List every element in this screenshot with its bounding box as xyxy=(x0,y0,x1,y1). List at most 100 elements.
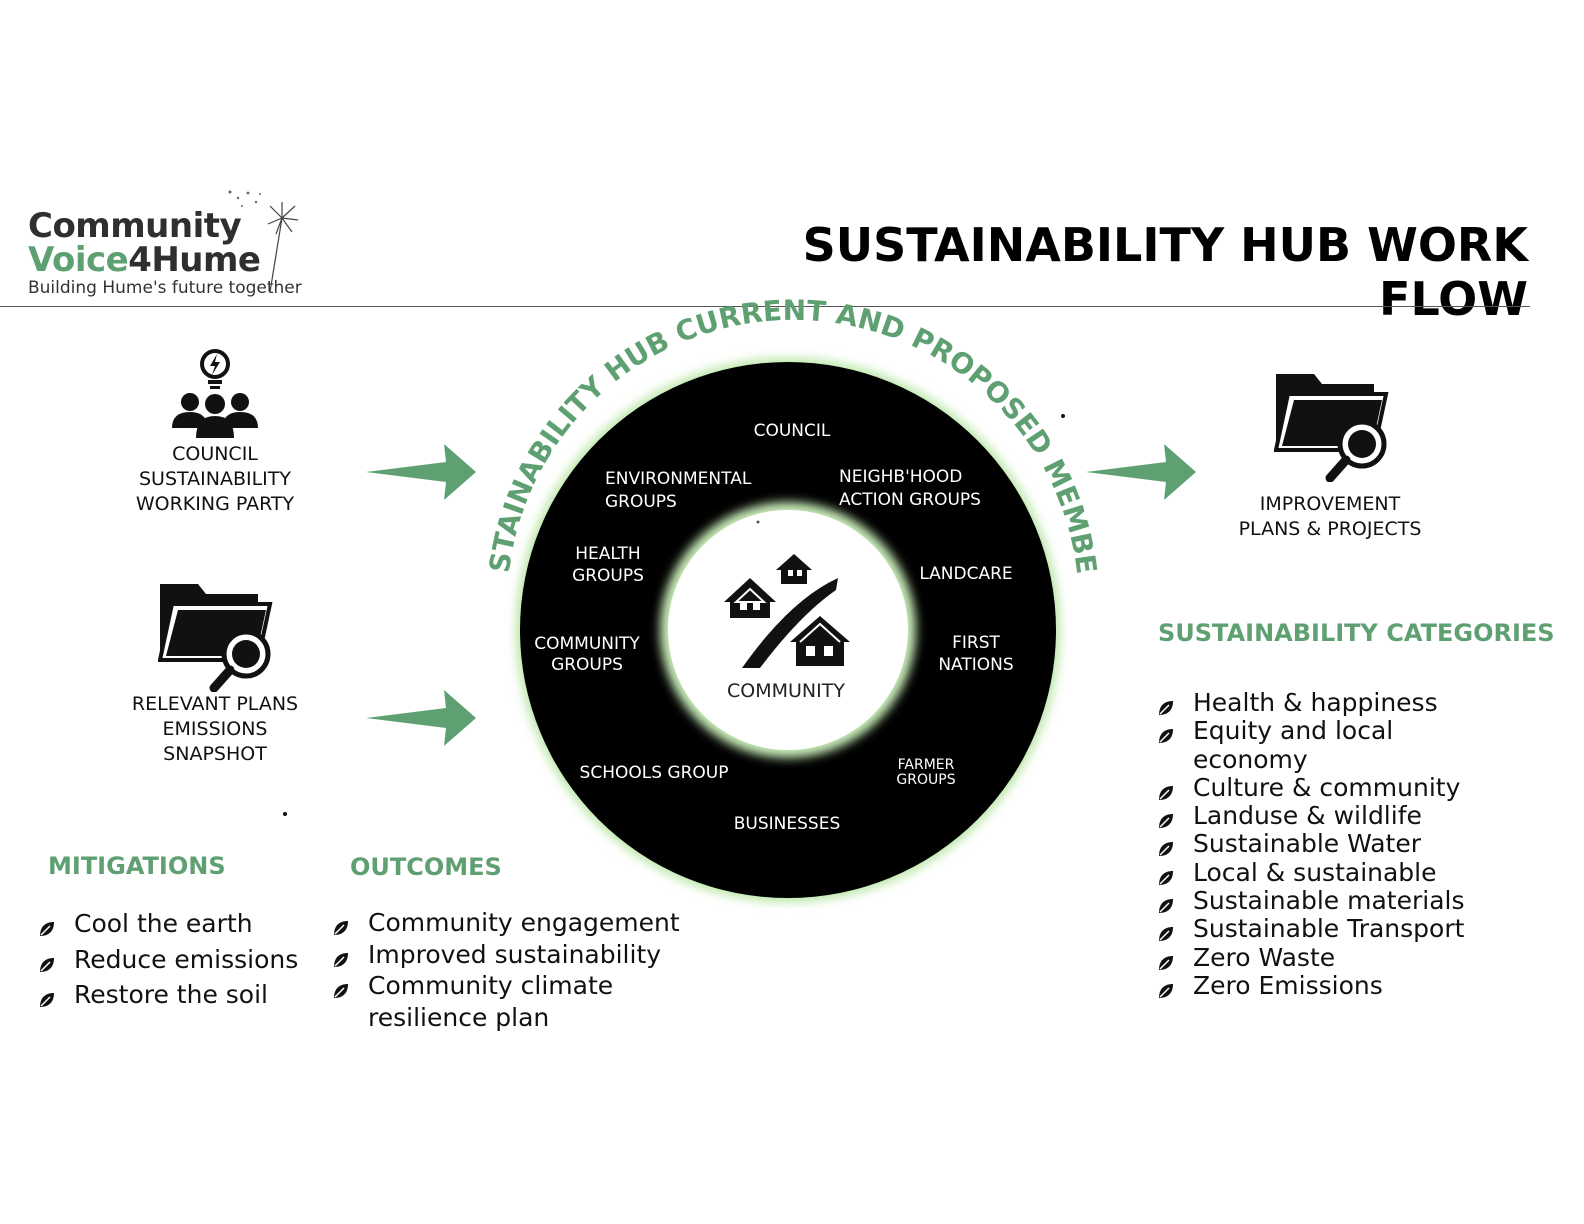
council-party-label: COUNCIL SUSTAINABILITY WORKING PARTY xyxy=(100,442,330,517)
leaf-icon xyxy=(1157,836,1175,864)
team-idea-icon xyxy=(172,349,258,438)
list-item-text: Culture & community xyxy=(1193,772,1461,802)
member-health: HEALTH xyxy=(575,544,640,564)
list-item: Health & happiness xyxy=(1157,688,1464,717)
member-neighbourhood: NEIGHB'HOOD xyxy=(839,467,962,487)
logo-tagline: Building Hume's future together xyxy=(28,278,302,298)
list-item: Sustainable materials xyxy=(1157,886,1465,916)
stray-dot xyxy=(756,520,760,524)
list-item-text: Community engagement xyxy=(368,908,680,937)
leaf-icon xyxy=(332,976,350,1008)
list-item: Zero Waste xyxy=(1157,942,1464,972)
improvement-line: IMPROVEMENT xyxy=(1259,493,1401,515)
improvement-line: PLANS & PROJECTS xyxy=(1238,518,1422,540)
list-item-text: Sustainable Water xyxy=(1193,829,1422,859)
logo-voice: Voice xyxy=(28,240,129,280)
list-item: Local & sustainable xyxy=(1157,857,1464,887)
list-item: Restore the soil xyxy=(38,977,298,1013)
list-item: Sustainable Water xyxy=(1157,830,1464,858)
leaf-icon xyxy=(38,983,56,1019)
list-item: Equity and local xyxy=(1157,717,1464,745)
relevant-plans-line: RELEVANT PLANS xyxy=(131,693,299,715)
logo-line-voice4hume: Voice4Hume xyxy=(28,240,261,280)
member-council: COUNCIL xyxy=(754,421,831,441)
member-neighbourhood: ACTION GROUPS xyxy=(839,490,981,510)
member-landcare: LANDCARE xyxy=(919,564,1012,584)
leaf-icon xyxy=(1157,780,1175,808)
logo-4hume: 4Hume xyxy=(128,240,261,280)
arrow-right-icon xyxy=(1086,444,1196,500)
leaf-icon xyxy=(1157,808,1175,836)
leaf-icon xyxy=(1157,695,1175,723)
leaf-icon xyxy=(1157,893,1175,921)
list-item-text: Equity and local xyxy=(1193,716,1394,746)
leaf-icon xyxy=(1157,921,1175,949)
page-title: SUSTAINABILITY HUB WORK FLOW xyxy=(802,218,1528,326)
list-item-continued: resilience plan xyxy=(332,1002,680,1034)
member-community: COMMUNITY xyxy=(534,634,640,654)
member-health: GROUPS xyxy=(572,566,644,586)
list-item: Reduce emissions xyxy=(38,942,298,978)
center-circle xyxy=(668,510,908,750)
council-party-line: SUSTAINABILITY xyxy=(138,468,291,490)
folder-search-icon xyxy=(1274,374,1389,482)
houses-road-icon xyxy=(724,554,850,668)
list-item: Improved sustainability xyxy=(332,939,680,971)
center-glow xyxy=(660,502,916,758)
center-label: COMMUNITY xyxy=(727,680,845,702)
list-item: Community engagement xyxy=(332,907,680,939)
leaf-icon xyxy=(1157,723,1175,751)
member-first-nations: NATIONS xyxy=(938,655,1013,675)
folder-search-icon xyxy=(158,584,273,692)
list-item-continued: economy xyxy=(1157,744,1464,774)
logo-line-community: Community xyxy=(28,206,242,246)
relevant-plans-label: RELEVANT PLANS EMISSIONS SNAPSHOT xyxy=(100,692,330,767)
leaf-icon xyxy=(38,948,56,984)
categories-list: Health & happiness Equity and local econ… xyxy=(1157,688,1465,1000)
categories-heading: SUSTAINABILITY CATEGORIES xyxy=(1158,619,1555,647)
list-item-text: Reduce emissions xyxy=(74,944,299,974)
hub-ring xyxy=(520,362,1056,898)
list-item: Cool the earth xyxy=(38,906,298,942)
list-item-text: Community climate xyxy=(368,971,614,1000)
mitigations-list: Cool the earth Reduce emissions Restore … xyxy=(38,906,298,1013)
stray-dot xyxy=(1061,414,1065,418)
leaf-icon xyxy=(38,912,56,948)
member-schools: SCHOOLS GROUP xyxy=(580,763,729,783)
relevant-plans-line: EMISSIONS xyxy=(162,718,268,740)
dandelion-icon xyxy=(228,190,299,293)
list-item-text: Landuse & wildlife xyxy=(1193,801,1422,831)
council-party-line: WORKING PARTY xyxy=(135,493,295,515)
arrow-right-icon xyxy=(366,690,476,746)
list-item-text: Zero Emissions xyxy=(1193,970,1383,1000)
member-environmental: ENVIRONMENTAL xyxy=(605,469,752,489)
hub-glow xyxy=(516,358,1060,902)
list-item: Landuse & wildlife xyxy=(1157,802,1464,830)
list-item: Zero Emissions xyxy=(1157,970,1464,1000)
member-farmer: GROUPS xyxy=(896,772,955,788)
arrow-right-icon xyxy=(366,444,476,500)
outcomes-heading: OUTCOMES xyxy=(350,853,502,881)
list-item: Community climate xyxy=(332,970,680,1002)
council-party-line: COUNCIL xyxy=(172,443,258,465)
outcomes-list: Community engagement Improved sustainabi… xyxy=(332,907,680,1033)
list-item-text: resilience plan xyxy=(368,1002,550,1032)
leaf-icon xyxy=(332,913,350,945)
list-item: Sustainable Transport xyxy=(1157,915,1464,943)
list-item-text: Sustainable materials xyxy=(1193,886,1465,916)
list-item-text: Restore the soil xyxy=(74,980,268,1009)
leaf-icon xyxy=(332,945,350,977)
member-community: GROUPS xyxy=(551,655,623,675)
list-item-text: Zero Waste xyxy=(1193,942,1336,972)
relevant-plans-line: SNAPSHOT xyxy=(163,743,267,765)
list-item: Culture & community xyxy=(1157,772,1464,802)
member-environmental: GROUPS xyxy=(605,492,677,512)
member-farmer: FARMER xyxy=(898,757,955,773)
member-first-nations: FIRST xyxy=(952,633,1000,653)
member-businesses: BUSINESSES xyxy=(734,814,840,834)
leaf-icon xyxy=(1157,865,1175,893)
list-item-text: Health & happiness xyxy=(1193,688,1438,717)
header-divider xyxy=(0,306,1530,307)
list-item-text: economy xyxy=(1193,744,1308,774)
list-item-text: Local & sustainable xyxy=(1193,857,1437,887)
